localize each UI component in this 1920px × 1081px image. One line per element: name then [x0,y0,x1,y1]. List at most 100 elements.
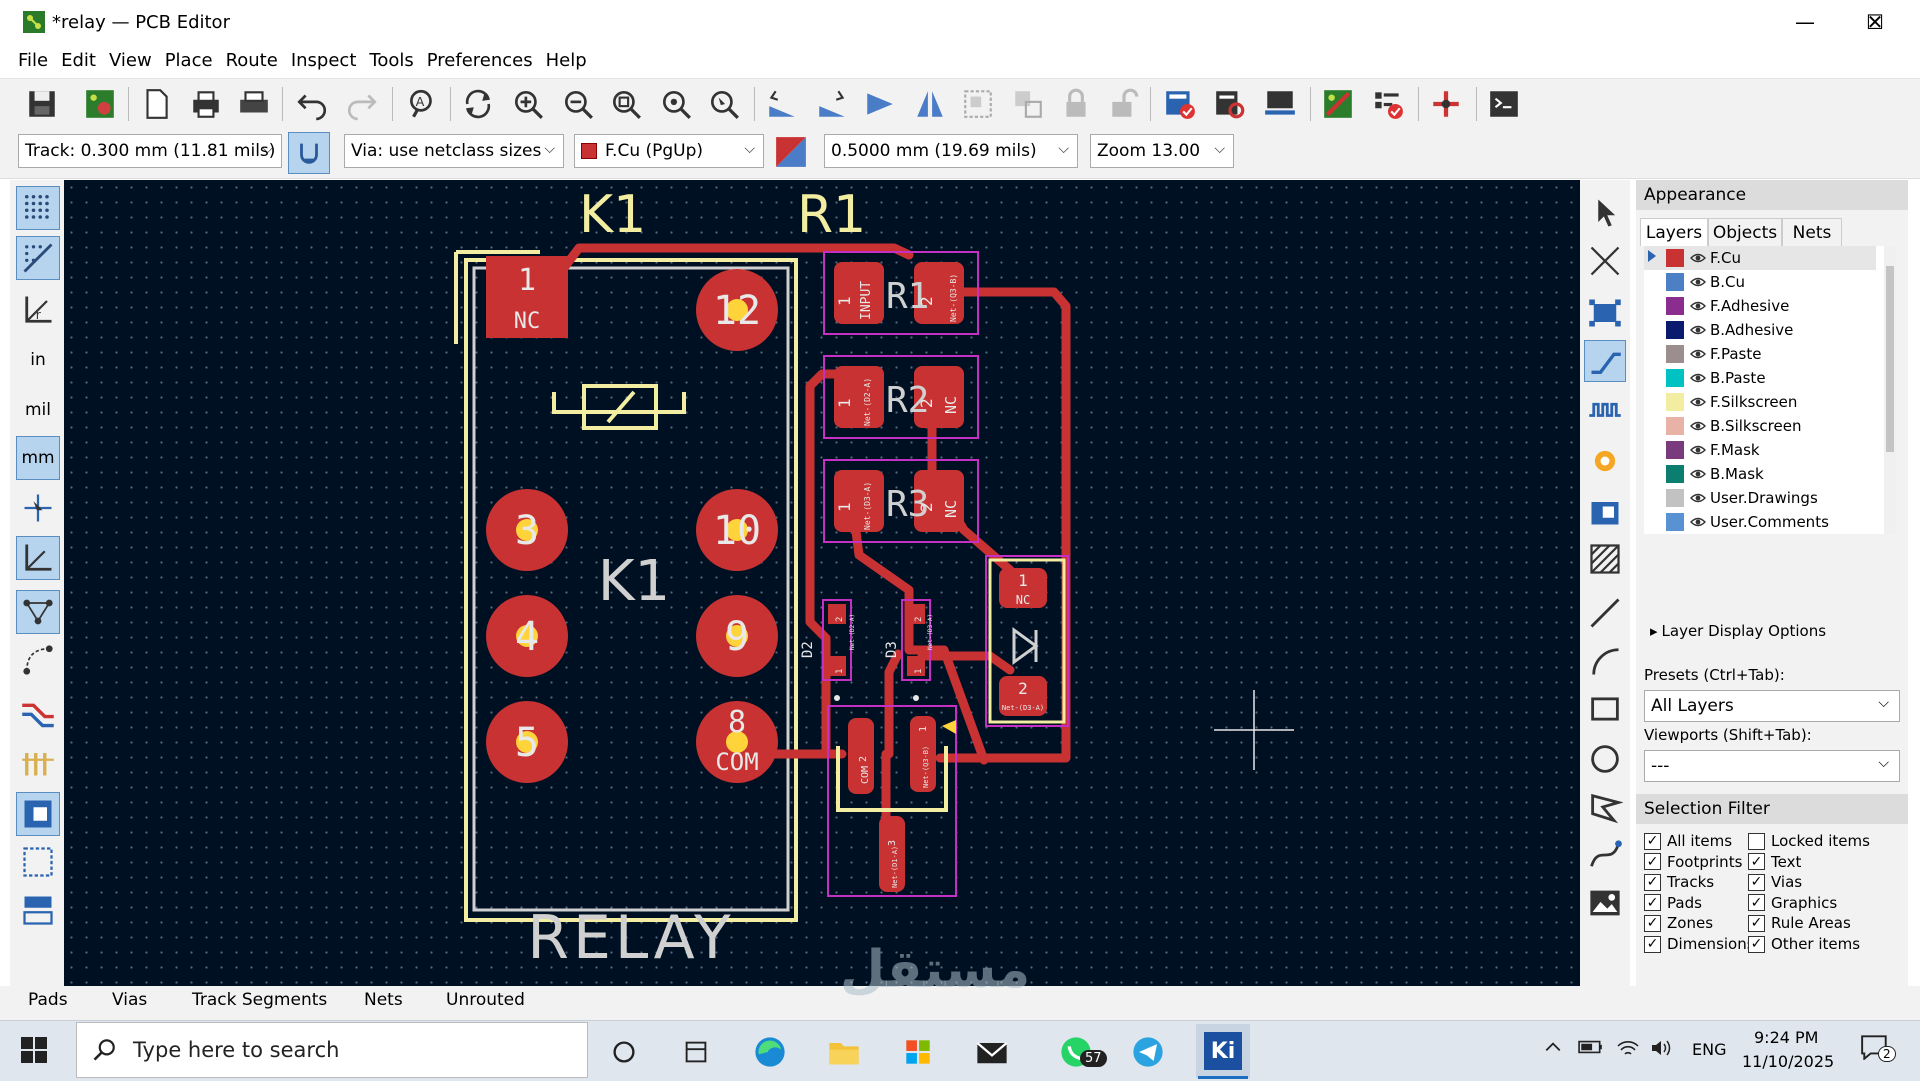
eye-icon[interactable] [1690,322,1706,338]
eye-icon[interactable] [1690,466,1706,482]
angle-constraint-icon[interactable] [16,536,60,580]
eye-icon[interactable] [1690,370,1706,386]
layer-row[interactable]: F.Mask [1644,438,1876,462]
menu-view[interactable]: View [108,49,152,71]
page-settings-icon[interactable] [136,84,176,124]
layer-row[interactable]: F.Cu [1644,246,1876,270]
edge-browser-icon[interactable] [748,1030,792,1074]
units-mil-button[interactable]: mil [16,388,60,432]
taskbar-search-box[interactable]: Type here to search [76,1022,588,1078]
layer-color-swatch[interactable] [1666,513,1684,531]
mail-icon[interactable] [970,1030,1014,1074]
add-zone-icon[interactable] [1584,490,1626,532]
ungroup-icon[interactable] [1008,84,1048,124]
group-icon[interactable] [958,84,998,124]
save-icon[interactable] [22,84,62,124]
eye-icon[interactable] [1690,418,1706,434]
menu-place[interactable]: Place [164,49,213,71]
file-explorer-icon[interactable] [822,1030,866,1074]
filter-other-items[interactable]: ✓Other items [1748,935,1860,953]
footprint-browser-icon[interactable] [1210,84,1250,124]
layer-color-swatch[interactable] [1666,441,1684,459]
show-pads-icon[interactable] [16,740,60,784]
zoom-out-icon[interactable] [558,84,598,124]
zoom-select[interactable]: Zoom 13.00 ⌵ [1090,134,1234,168]
menu-help[interactable]: Help [545,49,587,71]
lock-icon[interactable] [1056,84,1096,124]
presets-select[interactable]: All Layers ⌵ [1644,690,1900,722]
zoom-selection-icon[interactable] [704,84,744,124]
flip-board-icon[interactable] [860,84,900,124]
drc-icon[interactable] [1318,84,1358,124]
menu-inspect[interactable]: Inspect [290,49,357,71]
checkbox-icon[interactable]: ✓ [1748,914,1765,932]
layer-color-swatch[interactable] [1666,465,1684,483]
windows-start-icon[interactable] [18,1034,52,1068]
language-indicator[interactable]: ENG [1692,1040,1727,1059]
rotate-cw-icon[interactable] [812,84,852,124]
layer-row[interactable]: F.Paste [1644,342,1876,366]
draw-arc-icon[interactable] [1584,640,1626,682]
zoom-fit-icon[interactable] [606,84,646,124]
maximize-button[interactable]: ☐ [1866,10,1884,34]
grid-size-select[interactable]: 0.5000 mm (19.69 mils) ⌵ [824,134,1078,168]
checkbox-icon[interactable]: ✓ [1644,873,1661,891]
draw-bezier-icon[interactable] [1584,834,1626,876]
ratsnest-icon[interactable] [16,590,60,634]
telegram-icon[interactable] [1126,1030,1170,1074]
eye-icon[interactable] [1690,442,1706,458]
via-size-select[interactable]: Via: use netclass sizes ⌵ [344,134,564,168]
eye-icon[interactable] [1690,394,1706,410]
track-width-select[interactable]: Track: 0.300 mm (11.81 mils) ⌵ [18,134,282,168]
board-statistics-icon[interactable] [16,888,60,932]
add-image-icon[interactable] [1584,882,1626,924]
close-button[interactable]: ✕ [1866,10,1884,34]
update-pcb-icon[interactable] [1160,84,1200,124]
clock-time[interactable]: 9:24 PM [1754,1028,1819,1047]
wifi-icon[interactable] [1616,1038,1640,1062]
refresh-icon[interactable] [458,84,498,124]
polar-coords-icon[interactable]: r [16,288,60,332]
checkbox-icon[interactable]: ✓ [1644,914,1661,932]
unlock-icon[interactable] [1104,84,1144,124]
layer-color-swatch[interactable] [1666,393,1684,411]
units-mm-button[interactable]: mm [16,436,60,480]
board-setup-icon[interactable] [80,84,120,124]
grid-toggle-icon[interactable] [16,186,60,230]
layer-row[interactable]: B.Paste [1644,366,1876,390]
mirror-icon[interactable] [910,84,950,124]
zoom-in-icon[interactable] [508,84,548,124]
draw-rectangle-icon[interactable] [1584,688,1626,730]
plot-icon[interactable] [234,84,274,124]
add-footprint-icon[interactable] [1584,292,1626,334]
layer-color-swatch[interactable] [1666,369,1684,387]
eye-icon[interactable] [1690,250,1706,266]
menu-file[interactable]: File [18,49,49,71]
minimize-button[interactable]: — [1795,10,1815,34]
print-icon[interactable] [186,84,226,124]
redo-icon[interactable] [342,84,382,124]
rotate-ccw-icon[interactable] [762,84,802,124]
checkbox-icon[interactable]: ✓ [1748,853,1765,871]
notifications-icon[interactable]: 2 [1860,1034,1896,1064]
menu-route[interactable]: Route [225,49,278,71]
eye-icon[interactable] [1690,490,1706,506]
menu-tools[interactable]: Tools [369,49,414,71]
task-view-icon[interactable] [602,1030,646,1074]
widgets-icon[interactable] [674,1030,718,1074]
layer-color-swatch[interactable] [1666,321,1684,339]
battery-icon[interactable] [1578,1038,1604,1060]
eye-icon[interactable] [1690,514,1706,530]
footprint-checker-icon[interactable] [1368,84,1408,124]
tab-nets[interactable]: Nets [1782,218,1842,246]
draw-polygon-icon[interactable] [1584,786,1626,828]
local-ratsnest-icon[interactable] [1584,240,1626,282]
volume-icon[interactable] [1650,1038,1674,1062]
highlight-net-icon[interactable] [1426,84,1466,124]
layer-row[interactable]: B.Mask [1644,462,1876,486]
eye-icon[interactable] [1690,274,1706,290]
layer-row[interactable]: User.Comments [1644,510,1876,534]
filter-all-items[interactable]: ✓All items [1644,832,1732,850]
layer-color-swatch[interactable] [1666,489,1684,507]
draw-line-icon[interactable] [1584,592,1626,634]
